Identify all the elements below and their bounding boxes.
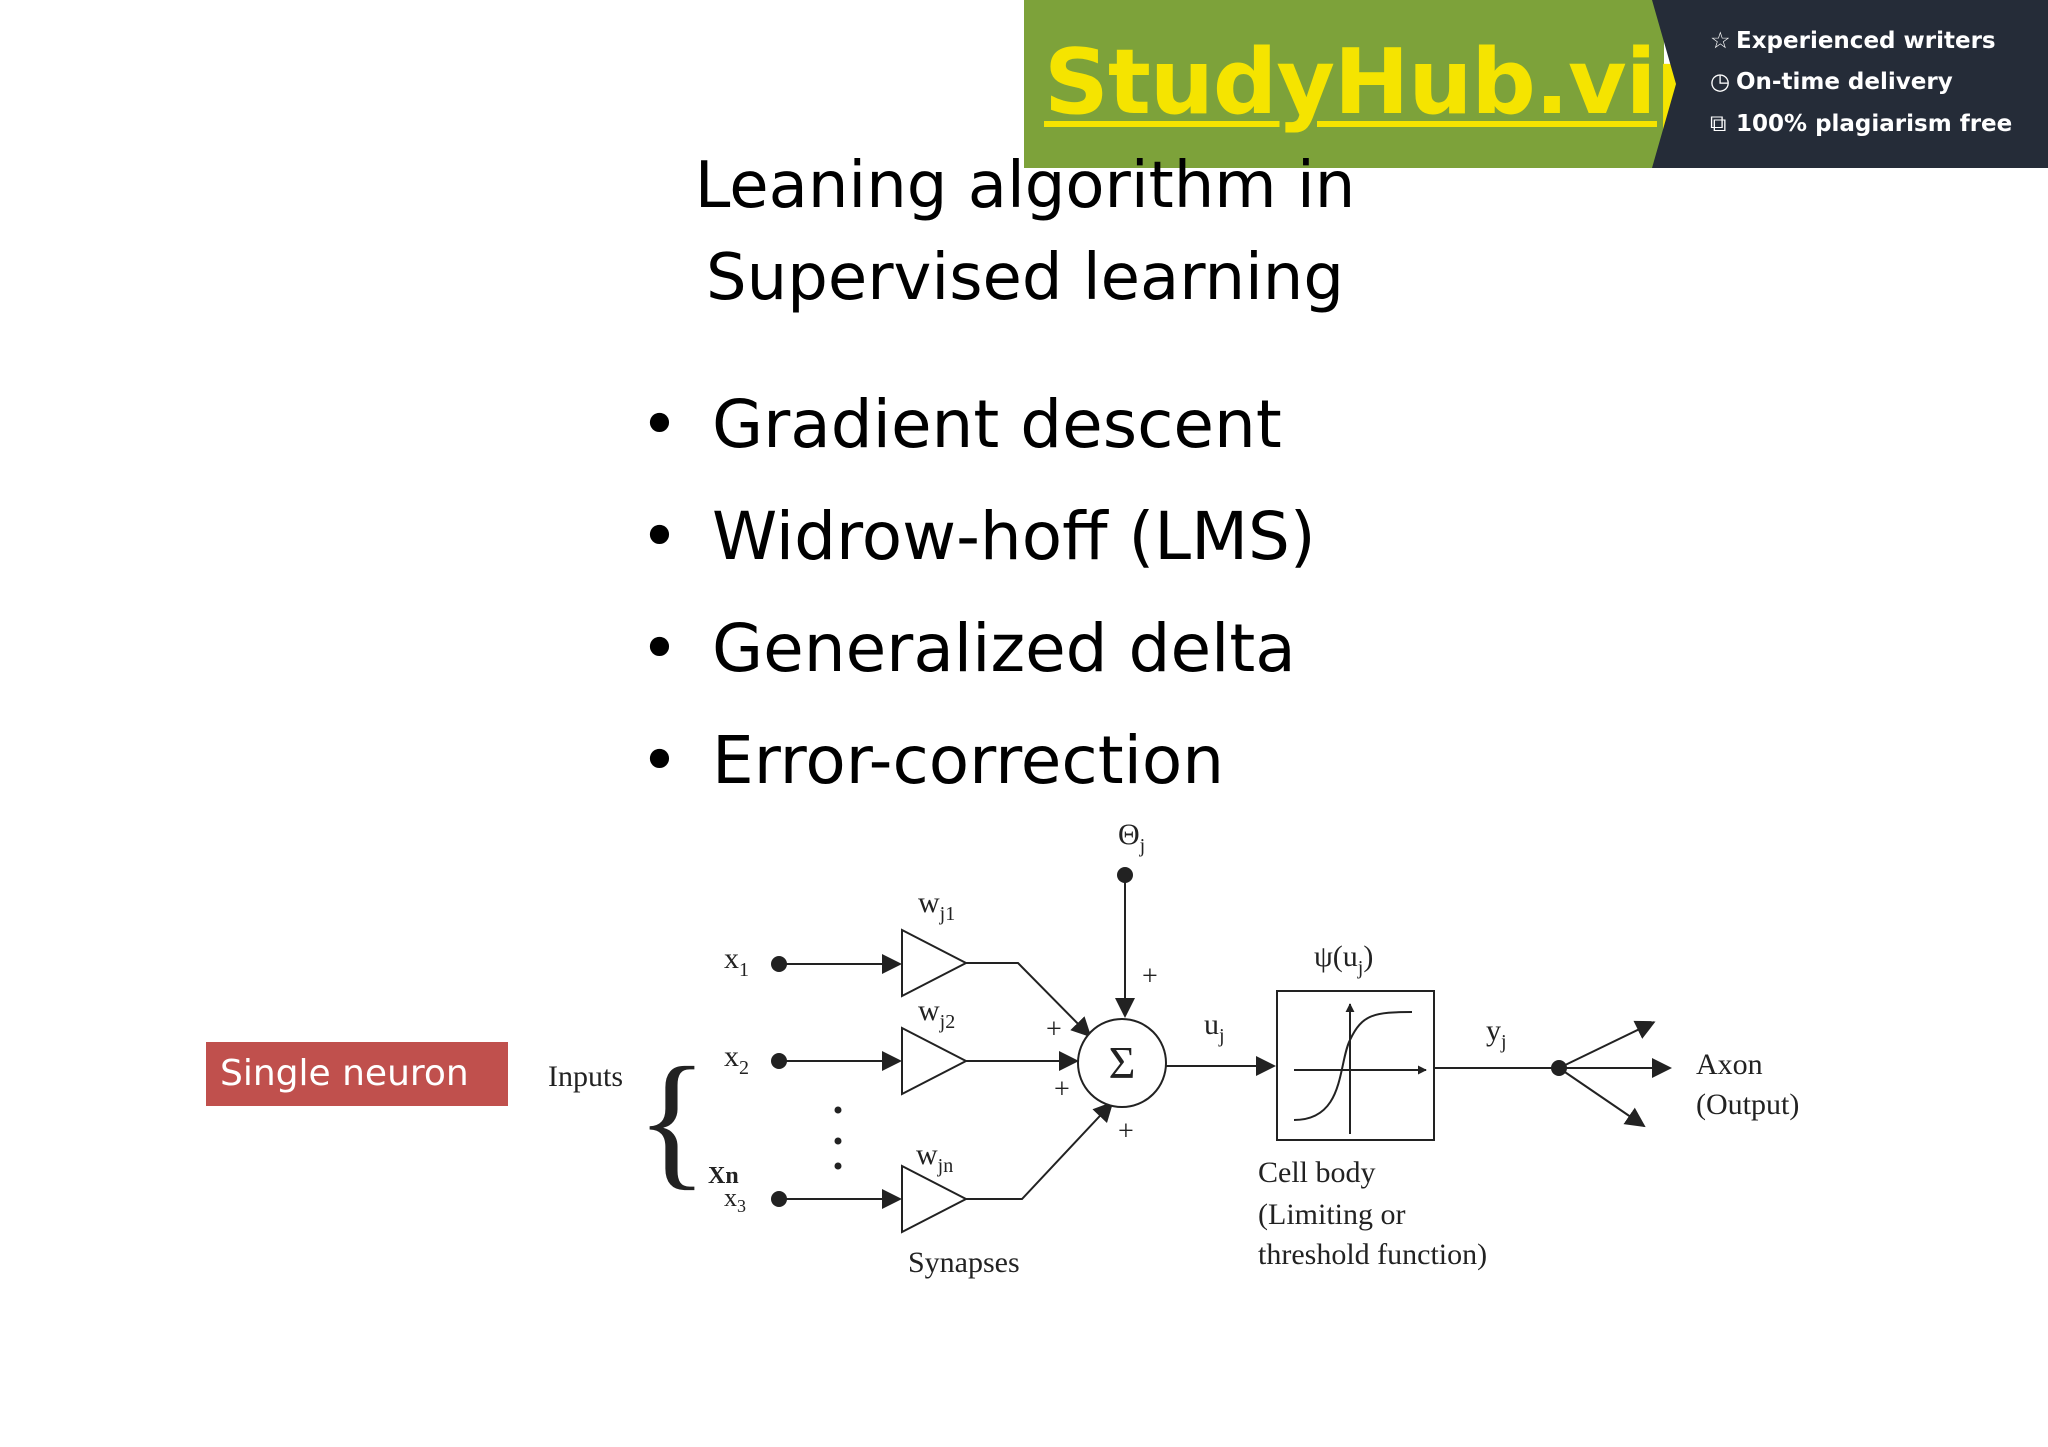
cell-body-label-2: (Limiting or [1258, 1198, 1405, 1231]
bullet-list: •Gradient descent •Widrow-hoff (LMS) •Ge… [640, 380, 1316, 828]
axon-branch-down [1558, 1067, 1646, 1128]
synapse-1-to-sum [966, 962, 1092, 1038]
title-line-2: Supervised learning [706, 241, 1344, 315]
ellipsis-dot [834, 1137, 842, 1145]
ellipsis-dot [834, 1106, 842, 1114]
bullet-dot: • [640, 722, 679, 799]
sigmoid-curve [1293, 1011, 1413, 1121]
y-label: yj [1486, 1014, 1507, 1053]
synapse-n-to-sum [966, 1101, 1114, 1200]
plus-sign: + [1142, 961, 1158, 992]
bullet-item: •Error-correction [640, 716, 1316, 828]
weight-wn-label: wjn [916, 1138, 953, 1177]
title-line-1: Leaning algorithm in [694, 149, 1356, 223]
weight-w1-label: wj1 [918, 886, 955, 925]
single-neuron-label: Single neuron [206, 1042, 508, 1106]
input-x2-label: x2 [724, 1040, 749, 1079]
inputs-label: Inputs [548, 1060, 623, 1093]
input-x1-label: x1 [724, 942, 749, 981]
synapse-n [901, 1164, 969, 1234]
summation-symbol: Σ [1109, 1037, 1136, 1088]
synapses-label: Synapses [908, 1246, 1020, 1279]
plus-sign: + [1054, 1074, 1070, 1105]
input-x3-label: x3 [724, 1183, 746, 1216]
weight-w2-label: wj2 [918, 994, 955, 1033]
bullet-item: •Gradient descent [640, 380, 1316, 492]
synapse-2 [901, 1026, 969, 1096]
threshold-label: Θj [1118, 818, 1145, 857]
plus-sign: + [1118, 1116, 1134, 1147]
slide-title: Leaning algorithm in Supervised learning [540, 140, 1510, 324]
studyhub-logo[interactable]: StudyHub.vip [1044, 30, 1720, 135]
bullet-item: •Generalized delta [640, 604, 1316, 716]
synapse-1 [901, 928, 969, 998]
clock-icon: ◷ [1710, 69, 1731, 95]
axon-label: Axon [1696, 1048, 1763, 1081]
output-label: (Output) [1696, 1088, 1799, 1121]
cell-body-box [1276, 990, 1435, 1141]
banner-background [1024, 0, 1664, 168]
feature-experienced-writers: ☆Experienced writers [1710, 28, 1996, 54]
ellipsis-dot [834, 1162, 842, 1170]
bullet-dot: • [640, 498, 679, 575]
cell-body-label-3: threshold function) [1258, 1238, 1487, 1271]
bullet-dot: • [640, 610, 679, 687]
u-label: uj [1204, 1008, 1225, 1047]
activation-label: ψ(uj) [1314, 940, 1373, 979]
input-xn-label: Xn [708, 1163, 739, 1189]
star-icon: ☆ [1710, 28, 1731, 54]
banner-features-panel [1652, 0, 2048, 168]
summation-node [1077, 1018, 1167, 1108]
inputs-brace: { [636, 1037, 708, 1203]
copy-icon: ⧉ [1710, 111, 1727, 137]
feature-plagiarism-free: ⧉100% plagiarism free [1710, 111, 2013, 137]
feature-on-time-delivery: ◷On-time delivery [1710, 69, 1953, 95]
plus-sign: + [1046, 1014, 1062, 1045]
bullet-item: •Widrow-hoff (LMS) [640, 492, 1316, 604]
axon-branch-up [1558, 1020, 1656, 1069]
bullet-dot: • [640, 386, 679, 463]
cell-body-label-1: Cell body [1258, 1156, 1376, 1189]
